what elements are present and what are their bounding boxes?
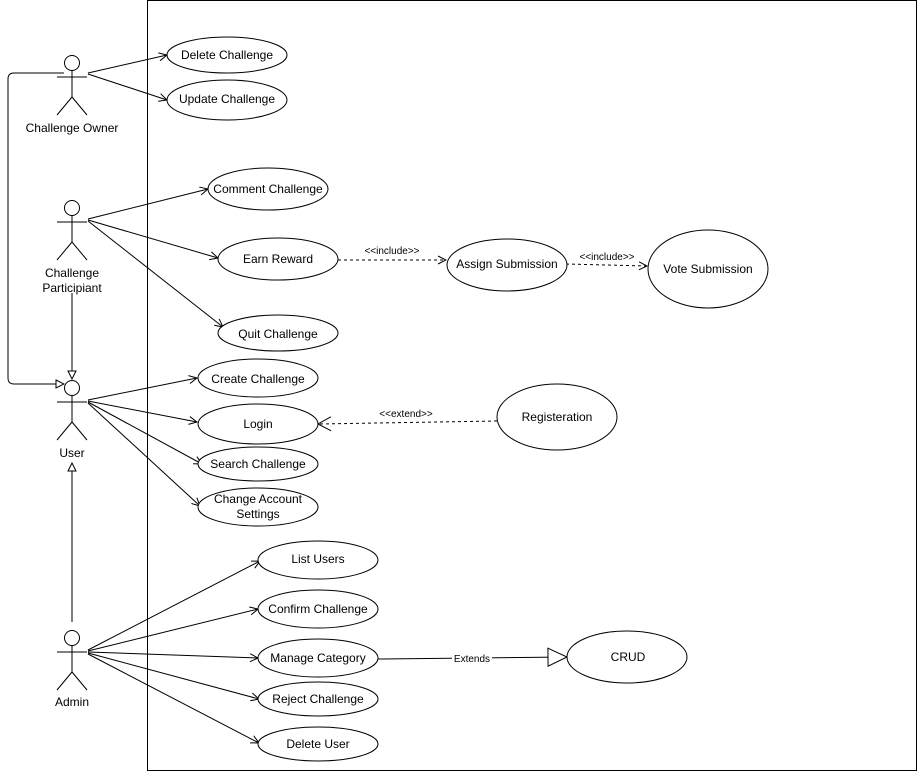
actor-head: [64, 55, 80, 71]
usecase-comment-challenge[interactable]: Comment Challenge: [207, 167, 329, 211]
assoc-participant-earn-reward: [87, 219, 218, 258]
usecase-registeration[interactable]: Registeration: [496, 383, 618, 451]
actor-head: [64, 200, 80, 216]
usecase-quit-challenge[interactable]: Quit Challenge: [217, 314, 339, 352]
usecase-label: Create Challenge: [211, 372, 305, 386]
usecase-label: Login: [243, 417, 272, 431]
actor-label-challenge-participant-1: Challenge: [45, 266, 99, 280]
usecase-label: Reject Challenge: [272, 692, 364, 706]
usecase-earn-reward[interactable]: Earn Reward: [217, 237, 339, 281]
assoc-admin-delete-user: [87, 653, 259, 743]
extend-label: <<extend>>: [379, 409, 433, 420]
usecase-label: Registeration: [522, 410, 593, 424]
usecase-delete-user[interactable]: Delete User: [257, 726, 379, 762]
usecase-label-line2: Settings: [236, 507, 279, 521]
usecase-login[interactable]: Login: [197, 403, 319, 445]
actor-challenge-participant[interactable]: Challenge Participiant: [42, 200, 102, 296]
usecase-label: Assign Submission: [456, 257, 557, 271]
actor-admin[interactable]: Admin: [55, 630, 89, 710]
actor-label-challenge-owner: Challenge Owner: [26, 121, 119, 135]
usecase-assign-submission[interactable]: Assign Submission: [446, 238, 568, 292]
usecase-label: Earn Reward: [243, 252, 313, 266]
usecase-manage-category[interactable]: Manage Category: [257, 638, 379, 678]
actor-label-challenge-participant-2: Participiant: [42, 281, 102, 295]
generalization-owner-to-user: [7, 72, 64, 384]
usecase-delete-challenge[interactable]: Delete Challenge: [166, 36, 288, 74]
usecase-label: Delete Challenge: [181, 48, 273, 62]
include-label-2: <<include>>: [579, 252, 634, 263]
usecase-crud[interactable]: CRUD: [566, 630, 688, 684]
assoc-admin-list-users: [87, 561, 260, 651]
usecase-confirm-challenge[interactable]: Confirm Challenge: [257, 589, 379, 629]
actor-label-admin: Admin: [55, 695, 89, 709]
usecase-label: Vote Submission: [663, 262, 752, 276]
actor-user[interactable]: User: [56, 380, 88, 461]
usecase-change-account-settings[interactable]: Change Account Settings: [197, 487, 319, 527]
include-assign-vote-submission: [565, 264, 647, 266]
assoc-admin-manage-category: [87, 651, 258, 658]
extends-label: Extends: [454, 654, 490, 665]
actor-challenge-owner[interactable]: Challenge Owner: [26, 55, 119, 136]
assoc-participant-quit-challenge: [87, 220, 223, 327]
usecase-update-challenge[interactable]: Update Challenge: [166, 79, 288, 121]
usecase-label: Comment Challenge: [213, 182, 323, 196]
assoc-user-create-challenge: [87, 378, 197, 401]
assoc-user-search-challenge: [87, 401, 202, 464]
assoc-admin-confirm-challenge: [87, 609, 258, 652]
actor-label-user: User: [59, 446, 84, 460]
actor-head: [64, 380, 80, 396]
usecase-create-challenge[interactable]: Create Challenge: [197, 358, 319, 398]
assoc-admin-reject-challenge: [87, 652, 259, 699]
assoc-user-change-account-settings: [87, 402, 200, 506]
usecase-label: Confirm Challenge: [268, 602, 368, 616]
extends-label-bg: [452, 651, 492, 665]
usecase-label: CRUD: [611, 650, 646, 664]
usecase-label: Delete User: [286, 737, 349, 751]
include-label-1: <<include>>: [364, 246, 419, 257]
assoc-user-login: [87, 400, 197, 422]
assoc-owner-update-challenge: [87, 73, 167, 100]
usecase-reject-challenge[interactable]: Reject Challenge: [257, 681, 379, 717]
usecase-vote-submission[interactable]: Vote Submission: [647, 229, 769, 309]
usecase-label: List Users: [291, 552, 344, 566]
usecase-search-challenge[interactable]: Search Challenge: [197, 446, 319, 482]
usecase-list-users[interactable]: List Users: [257, 540, 379, 580]
usecase-label: Quit Challenge: [238, 327, 318, 341]
usecase-label: Search Challenge: [210, 457, 306, 471]
assoc-owner-delete-challenge: [87, 55, 167, 74]
actor-head: [64, 630, 80, 646]
usecase-label: Manage Category: [270, 651, 365, 665]
usecase-label: Update Challenge: [179, 92, 275, 106]
assoc-participant-comment-challenge: [87, 189, 208, 220]
usecase-label-line1: Change Account: [214, 492, 303, 506]
